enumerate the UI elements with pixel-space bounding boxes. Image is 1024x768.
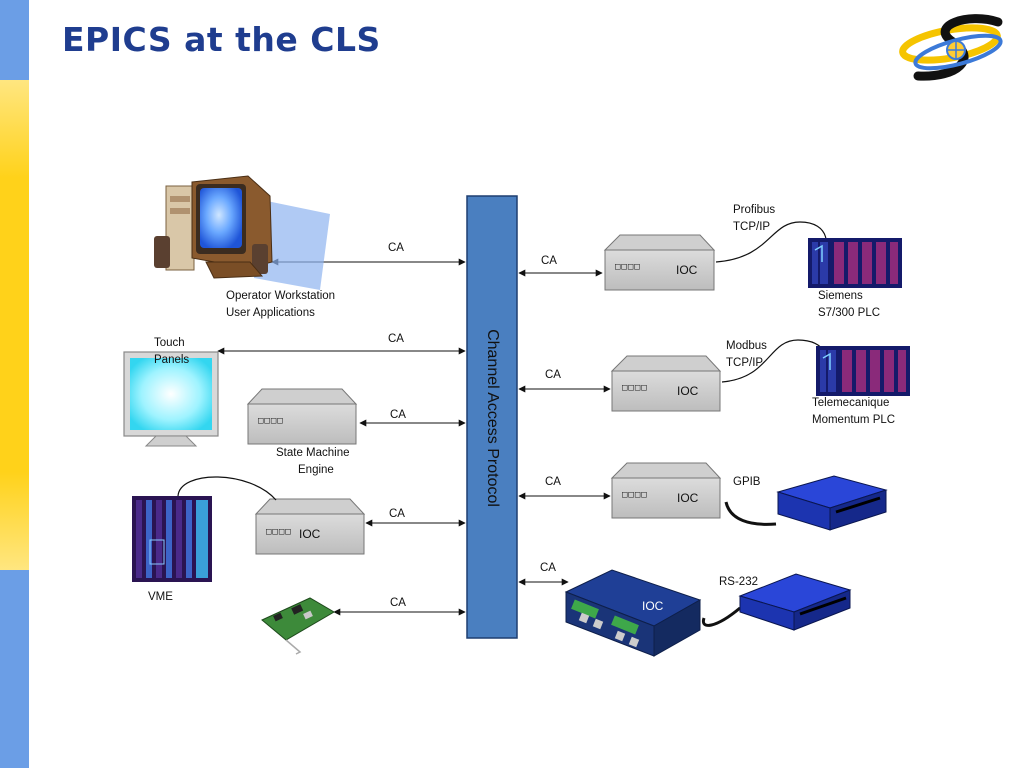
cable-rs232 [701,606,741,627]
touch-label-line1: Touch [154,337,185,349]
workstation-link-label: CA [388,242,404,254]
channel-access-bus [466,195,518,639]
siemens-plc-icon [808,238,902,288]
accent-blue-bottom [0,570,29,768]
vme-ioc-link-label: CA [389,508,405,520]
touch-link-label: CA [388,333,404,345]
siemens-label-line2: S7/300 PLC [818,307,881,319]
ioc3-link-label: CA [545,476,561,488]
ioc2-box [610,355,722,412]
pci-card-icon [261,597,335,655]
vme-ioc-indicator: □□□□ [266,527,292,537]
cls-logo [899,14,1003,81]
pci-link-label: CA [390,597,406,609]
ioc1-box [603,234,716,291]
vme-label: VME [148,591,173,603]
modbus-label-line2: TCP/IP [726,357,764,369]
ioc4-link-label: CA [540,562,556,574]
ioc4-serial-device-server [564,569,702,657]
state-machine-label-line1: State Machine [276,447,350,459]
gpib-label: GPIB [733,476,761,488]
touch-panel-monitor-icon [123,351,219,447]
state-machine-indicator: □□□□ [258,416,284,426]
ioc1-label: IOC [676,263,698,277]
profibus-label-line2: TCP/IP [733,221,771,233]
ioc3-box [610,462,722,519]
vme-crate-icon [132,476,277,582]
ioc1-indicator: □□□□ [615,262,641,272]
profibus-label-line1: Profibus [733,204,776,216]
ioc3-label: IOC [677,491,699,505]
ioc2-indicator: □□□□ [622,383,648,393]
cable-gpib [724,501,777,526]
touch-label-line2: Panels [154,354,190,366]
slide-title: EPICS at the CLS [62,20,381,59]
ioc4-label: IOC [642,599,664,613]
rs232-label: RS-232 [719,576,758,588]
ioc1-link-label: CA [541,255,557,267]
accent-yellow [0,80,29,570]
telemecanique-label-line2: Momentum PLC [812,414,896,426]
state-machine-label-line2: Engine [298,464,334,476]
state-machine-link-label: CA [390,409,406,421]
vme-ioc-box [254,498,366,555]
rs232-instrument-icon [738,573,852,631]
workstation-computer-icon [154,175,330,290]
workstation-label-line1: Operator Workstation [226,290,336,302]
side-accent-bar [0,0,29,768]
bus-label: Channel Access Protocol [484,329,501,507]
ioc3-indicator: □□□□ [622,490,648,500]
vme-ioc-label: IOC [299,527,321,541]
telemecanique-plc-icon [816,346,910,396]
accent-blue-top [0,0,29,80]
workstation-label-line2: User Applications [226,307,315,319]
ioc2-label: IOC [677,384,699,398]
ioc2-link-label: CA [545,369,561,381]
modbus-label-line1: Modbus [726,340,767,352]
state-machine-box [246,388,358,445]
telemecanique-label-line1: Telemecanique [812,397,890,409]
gpib-instrument-icon [776,475,888,531]
siemens-label-line1: Siemens [818,290,863,302]
